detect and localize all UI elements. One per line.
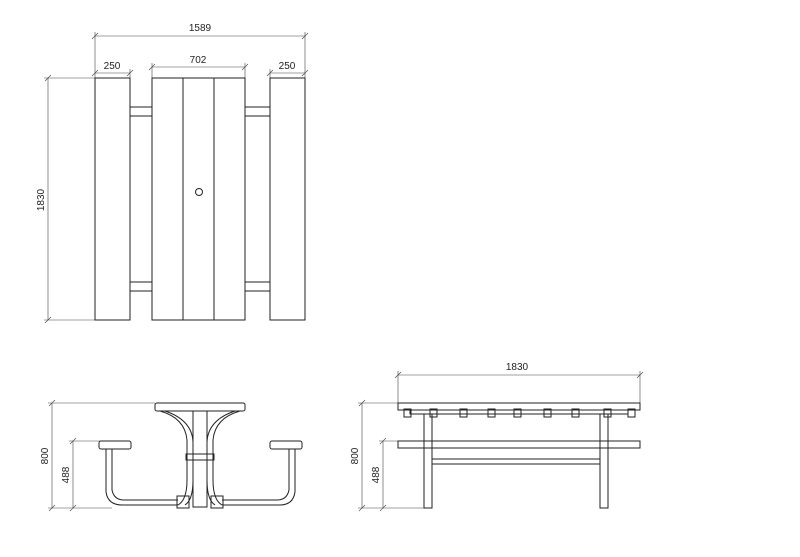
dim-end-table-height-label: 800 bbox=[40, 447, 51, 464]
plan-view: 1589 250 702 250 bbox=[36, 23, 309, 324]
side-leg-right bbox=[599, 413, 609, 509]
side-view: 1830 800 488 bbox=[350, 362, 644, 512]
frame-rail-bottom-left bbox=[129, 281, 153, 292]
end-center-bracket bbox=[185, 453, 215, 461]
dimension-end-table-height: 800 bbox=[40, 399, 155, 512]
table-top bbox=[151, 77, 246, 321]
end-arm-right-inner bbox=[206, 410, 236, 506]
end-foot-right bbox=[210, 495, 224, 509]
end-seat-right bbox=[269, 440, 303, 450]
side-seat bbox=[397, 440, 641, 449]
dim-seat-left-label: 250 bbox=[104, 61, 121, 72]
dimension-side-table-height: 800 bbox=[350, 399, 428, 512]
frame-rail-bottom-right bbox=[244, 281, 271, 292]
dimension-side-length: 1830 bbox=[394, 362, 644, 403]
end-frame-right bbox=[222, 449, 296, 506]
dimension-seat-left: 250 bbox=[91, 61, 134, 78]
frame-rail-top-left bbox=[129, 106, 153, 117]
end-frame-left-inner bbox=[111, 449, 178, 501]
end-arm-left-inner bbox=[164, 410, 194, 506]
dimension-overall-width: 1589 bbox=[91, 23, 309, 78]
dim-end-seat-height-label: 488 bbox=[61, 466, 72, 483]
dim-plan-length-label: 1830 bbox=[36, 188, 47, 211]
dimension-plan-length: 1830 bbox=[36, 74, 95, 324]
end-frame-left bbox=[105, 449, 178, 506]
end-arm-left bbox=[159, 410, 188, 506]
dimension-seat-right: 250 bbox=[266, 61, 309, 78]
frame-rail-top-right bbox=[244, 106, 271, 117]
end-foot-left bbox=[176, 495, 190, 509]
side-leg-left bbox=[423, 413, 433, 509]
dim-overall-width-label: 1589 bbox=[189, 23, 212, 34]
dimension-table-width: 702 bbox=[148, 55, 249, 78]
side-under-rail bbox=[409, 409, 629, 415]
end-arm-right bbox=[212, 410, 241, 506]
dim-table-width-label: 702 bbox=[190, 55, 207, 66]
end-center-post bbox=[192, 410, 208, 508]
seat-right bbox=[269, 77, 306, 321]
dimension-end-seat-height: 488 bbox=[61, 437, 100, 512]
parasol-hole bbox=[195, 188, 203, 196]
dim-side-table-height-label: 800 bbox=[350, 447, 361, 464]
end-table-top bbox=[154, 402, 246, 412]
side-stretcher bbox=[431, 458, 601, 465]
end-frame-right-inner bbox=[222, 449, 290, 501]
seat-left bbox=[94, 77, 131, 321]
dim-side-seat-height-label: 488 bbox=[371, 466, 382, 483]
dimension-side-seat-height: 488 bbox=[371, 437, 398, 512]
dim-seat-right-label: 250 bbox=[279, 61, 296, 72]
end-view: 800 488 bbox=[40, 399, 303, 512]
dim-side-length-label: 1830 bbox=[506, 362, 529, 373]
end-seat-left bbox=[98, 440, 132, 450]
